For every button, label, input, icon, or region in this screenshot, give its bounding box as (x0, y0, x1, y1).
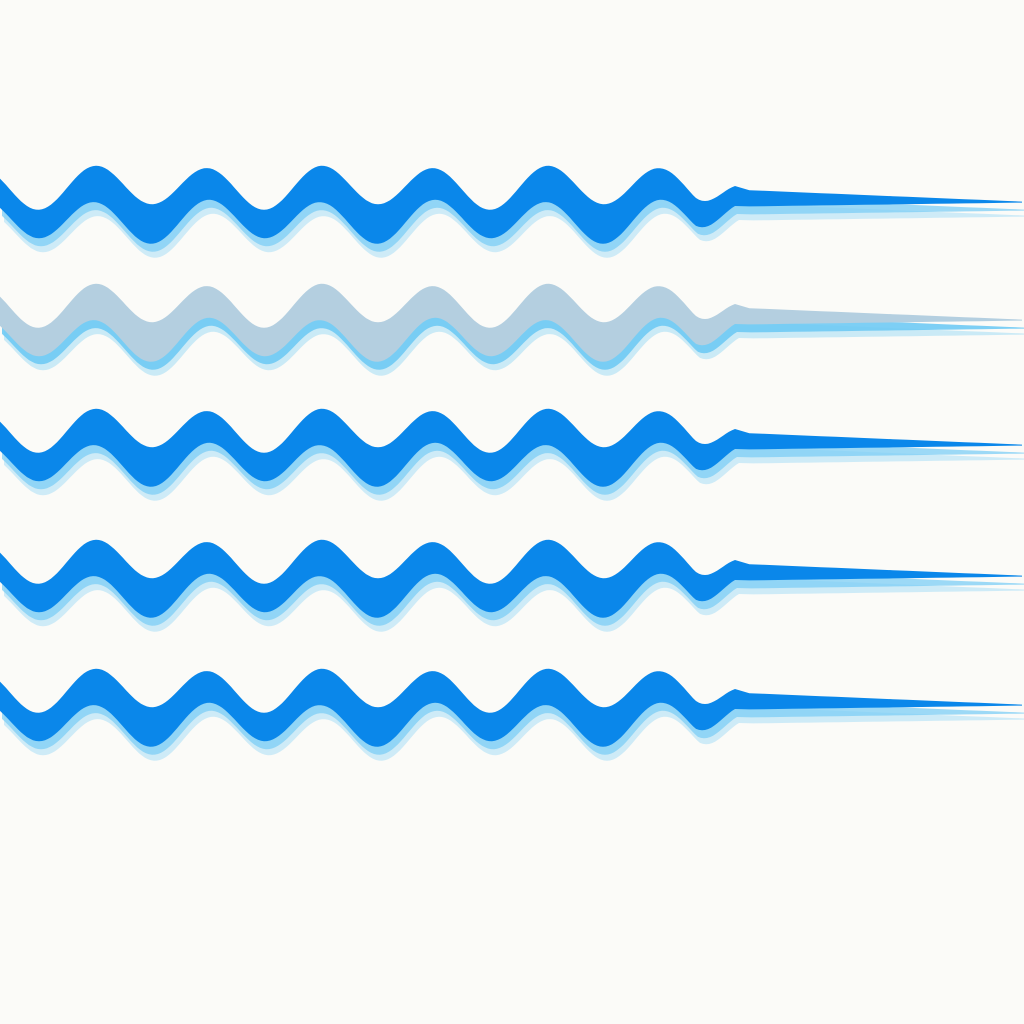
wave-1 (0, 165, 1024, 258)
wave-3-stroke (0, 408, 1022, 487)
wave-5-stroke (0, 668, 1022, 747)
wave-4 (0, 539, 1024, 632)
wave-4-stroke (0, 539, 1022, 618)
wave-1-stroke (0, 165, 1022, 244)
wave-2 (0, 283, 1024, 376)
wave-5 (0, 668, 1024, 761)
wave-2-stroke (0, 283, 1022, 362)
wave-3 (0, 408, 1024, 501)
